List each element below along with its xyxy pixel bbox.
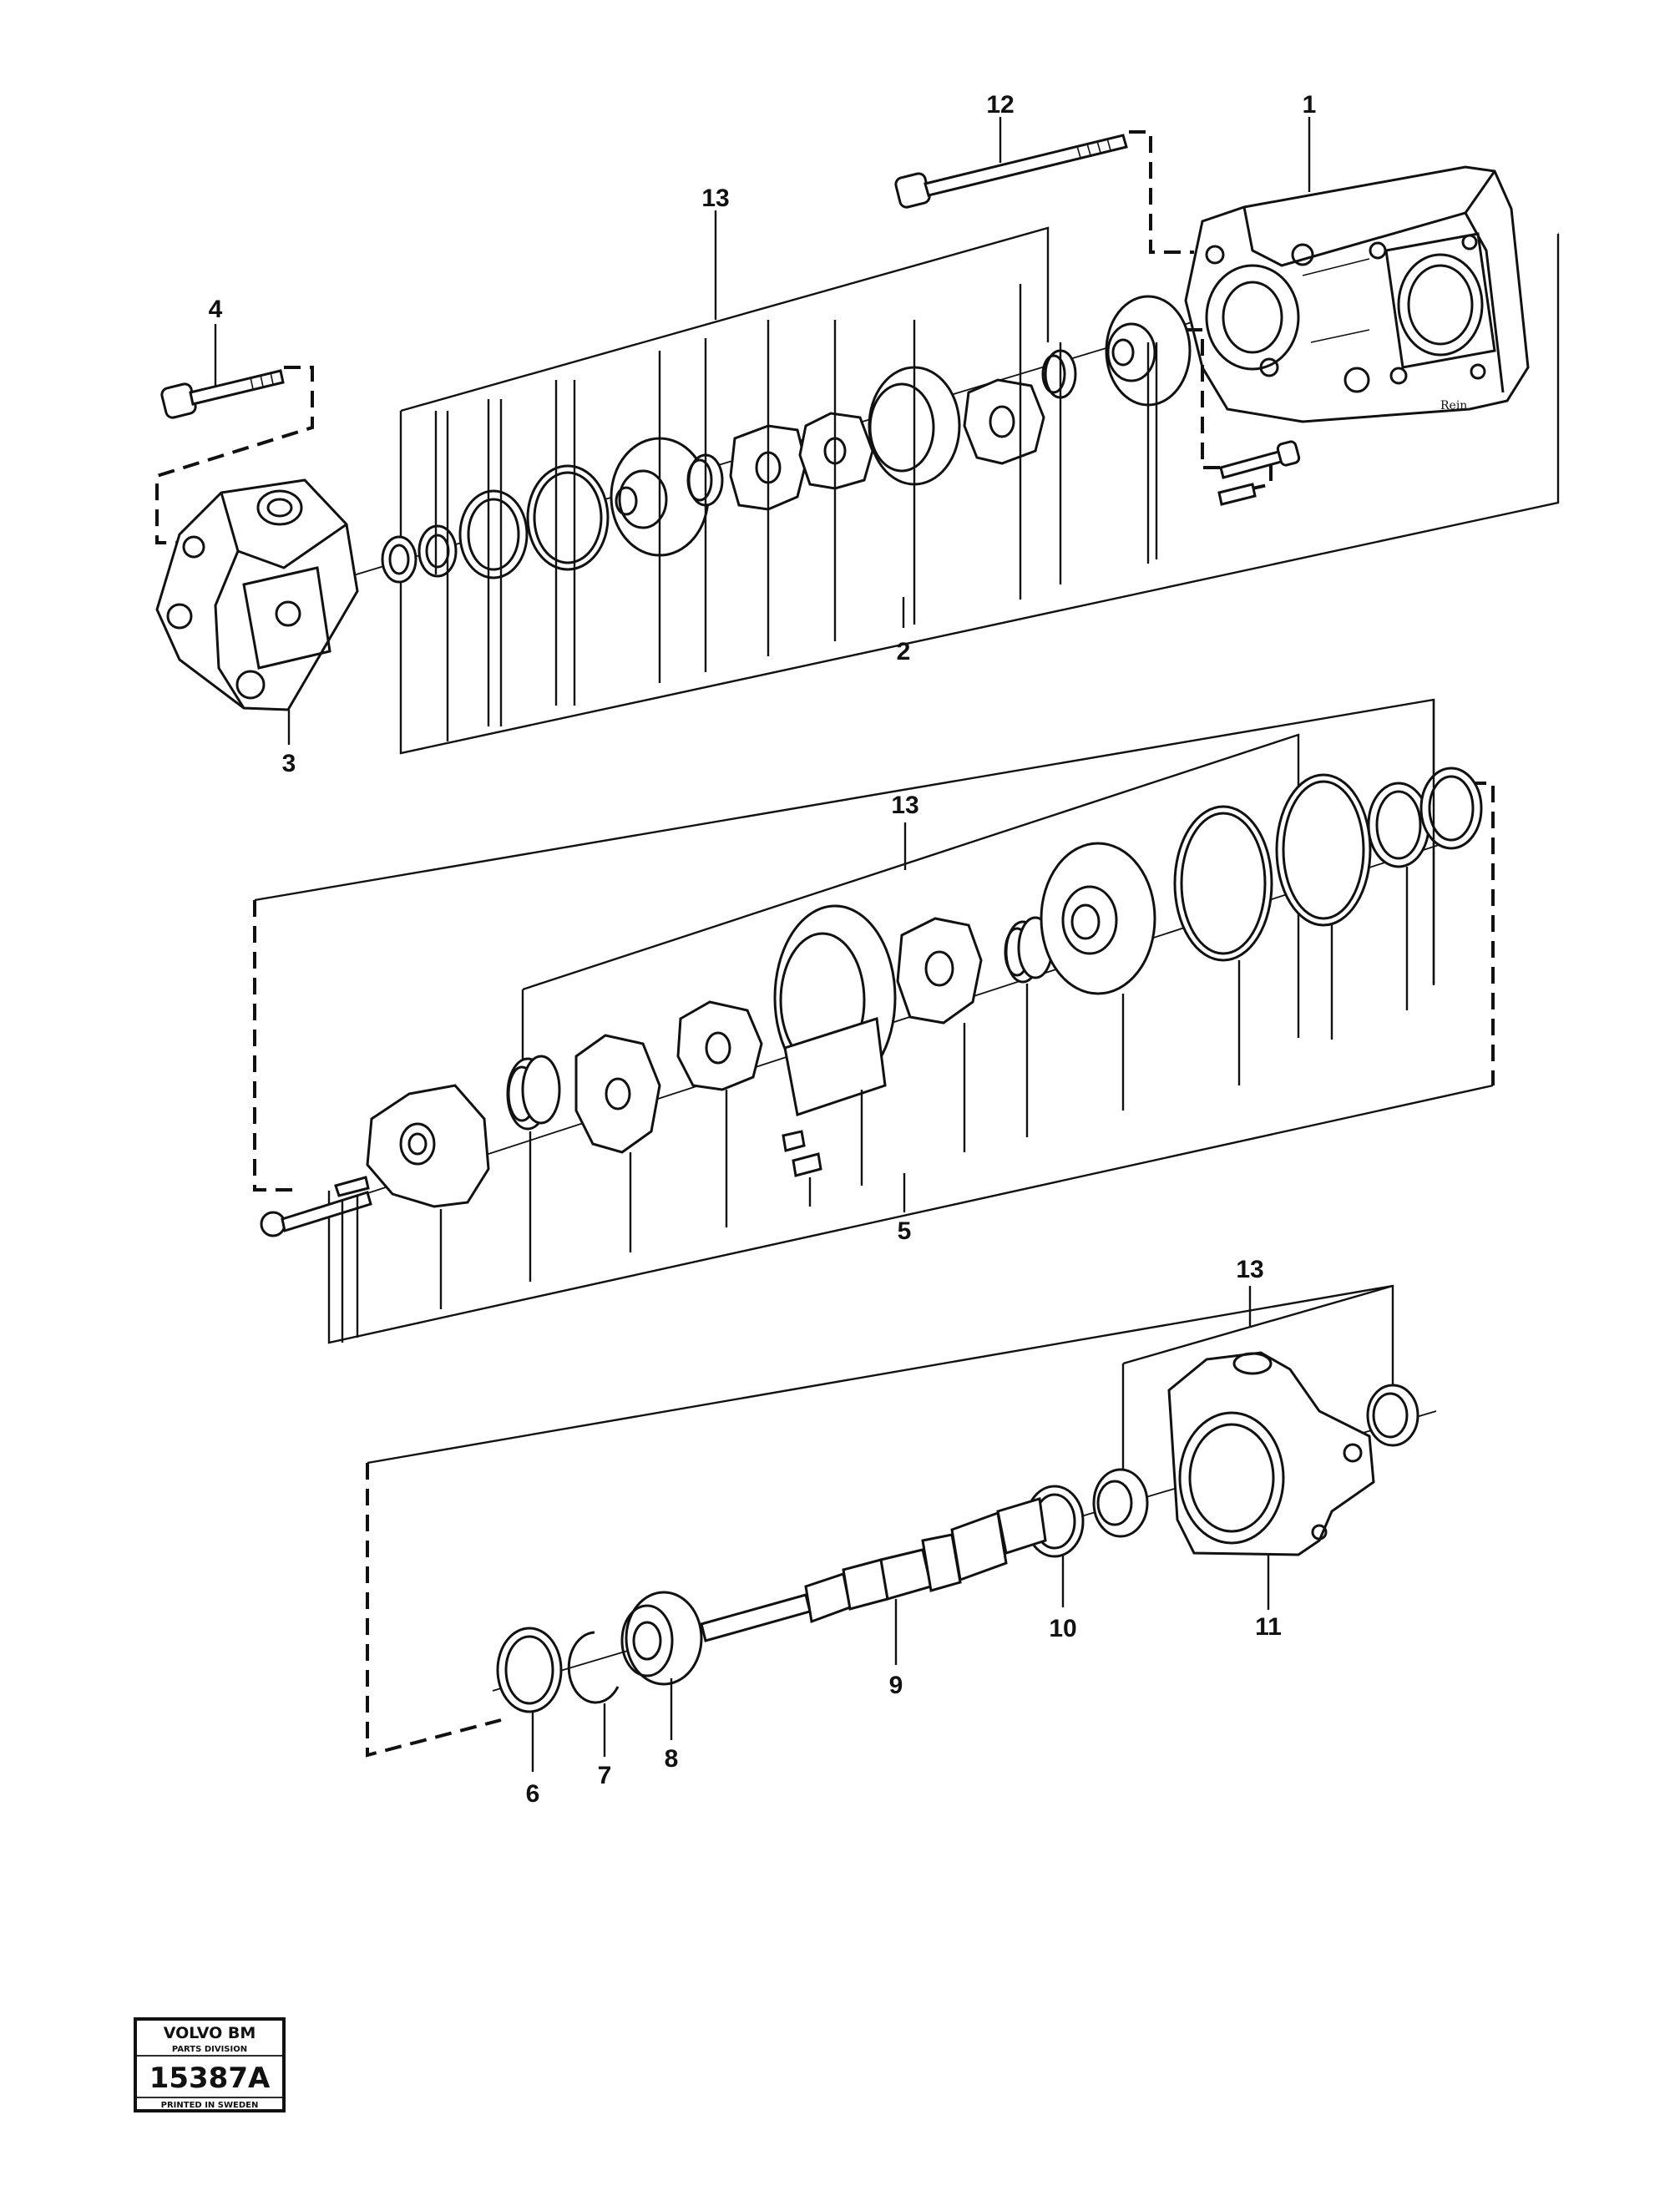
- part-3-cover: [155, 478, 359, 711]
- artist-mark: Rein: [1440, 399, 1467, 412]
- part-13-seal-right: [1366, 1384, 1419, 1447]
- dash-middle-outer: [253, 900, 292, 1192]
- callout-9: 9: [889, 1672, 903, 1699]
- part-9-shaft: [700, 1497, 1047, 1642]
- plate-printed: PRINTED IN SWEDEN: [161, 2101, 259, 2110]
- dash-12-to-1: [1129, 130, 1194, 254]
- callout-13-top: 13: [701, 185, 729, 212]
- callout-5: 5: [898, 1217, 912, 1245]
- housing-small-bolt: [1217, 440, 1301, 506]
- parts-plate: VOLVO BM PARTS DIVISION 15387A PRINTED I…: [134, 2017, 286, 2112]
- section-middle-parts: [366, 767, 1483, 1208]
- plate-division: PARTS DIVISION: [172, 2045, 247, 2054]
- part-11-end-housing: [1167, 1351, 1375, 1556]
- callout-10: 10: [1049, 1615, 1076, 1642]
- section-middle-leaders: [341, 700, 1435, 1343]
- callout-11: 11: [1255, 1613, 1282, 1641]
- section-top-parts: [381, 295, 1192, 584]
- section-bottom: [366, 1284, 1437, 1772]
- callout-8: 8: [665, 1745, 679, 1773]
- plate-brand: VOLVO BM: [164, 2024, 256, 2042]
- callout-13-mid: 13: [891, 792, 918, 819]
- dash-4-to-3: [155, 366, 314, 544]
- part-12-long-bolt: [894, 134, 1128, 209]
- callout-4: 4: [209, 296, 223, 323]
- bracket-13-top: [400, 226, 1050, 412]
- dash-middle-right: [1470, 782, 1495, 1085]
- part-4-bolt: [160, 369, 285, 419]
- part-8-bearing: [620, 1591, 703, 1686]
- part-5-bolt: [260, 1176, 372, 1237]
- part-13-bearing: [1092, 1468, 1149, 1538]
- callout-12: 12: [986, 91, 1014, 119]
- callout-1: 1: [1303, 91, 1317, 119]
- plate-number: 15387A: [149, 2062, 271, 2095]
- callout-7: 7: [598, 1762, 612, 1789]
- callout-2: 2: [897, 638, 911, 665]
- section-top-leaders: [434, 284, 1158, 741]
- bracket-5: [327, 1084, 1494, 1344]
- dash-housing-pin: [1252, 464, 1273, 490]
- callout-6: 6: [526, 1780, 540, 1808]
- callout-labels: 1 12 13 4 2 3 13 5 13 11 10 9 8 7 6: [209, 91, 1317, 1808]
- part-6-ring: [496, 1627, 563, 1713]
- dash-housing-bolt: [1186, 328, 1227, 469]
- callout-13-bottom: 13: [1236, 1256, 1263, 1283]
- callout-3: 3: [282, 750, 296, 777]
- part-7-circlip: [567, 1631, 620, 1704]
- section-top: Rein: [155, 117, 1560, 755]
- part-1-pump-housing: Rein: [1184, 165, 1530, 423]
- section-middle: [253, 698, 1495, 1344]
- dash-bottom-outer: [366, 1463, 502, 1758]
